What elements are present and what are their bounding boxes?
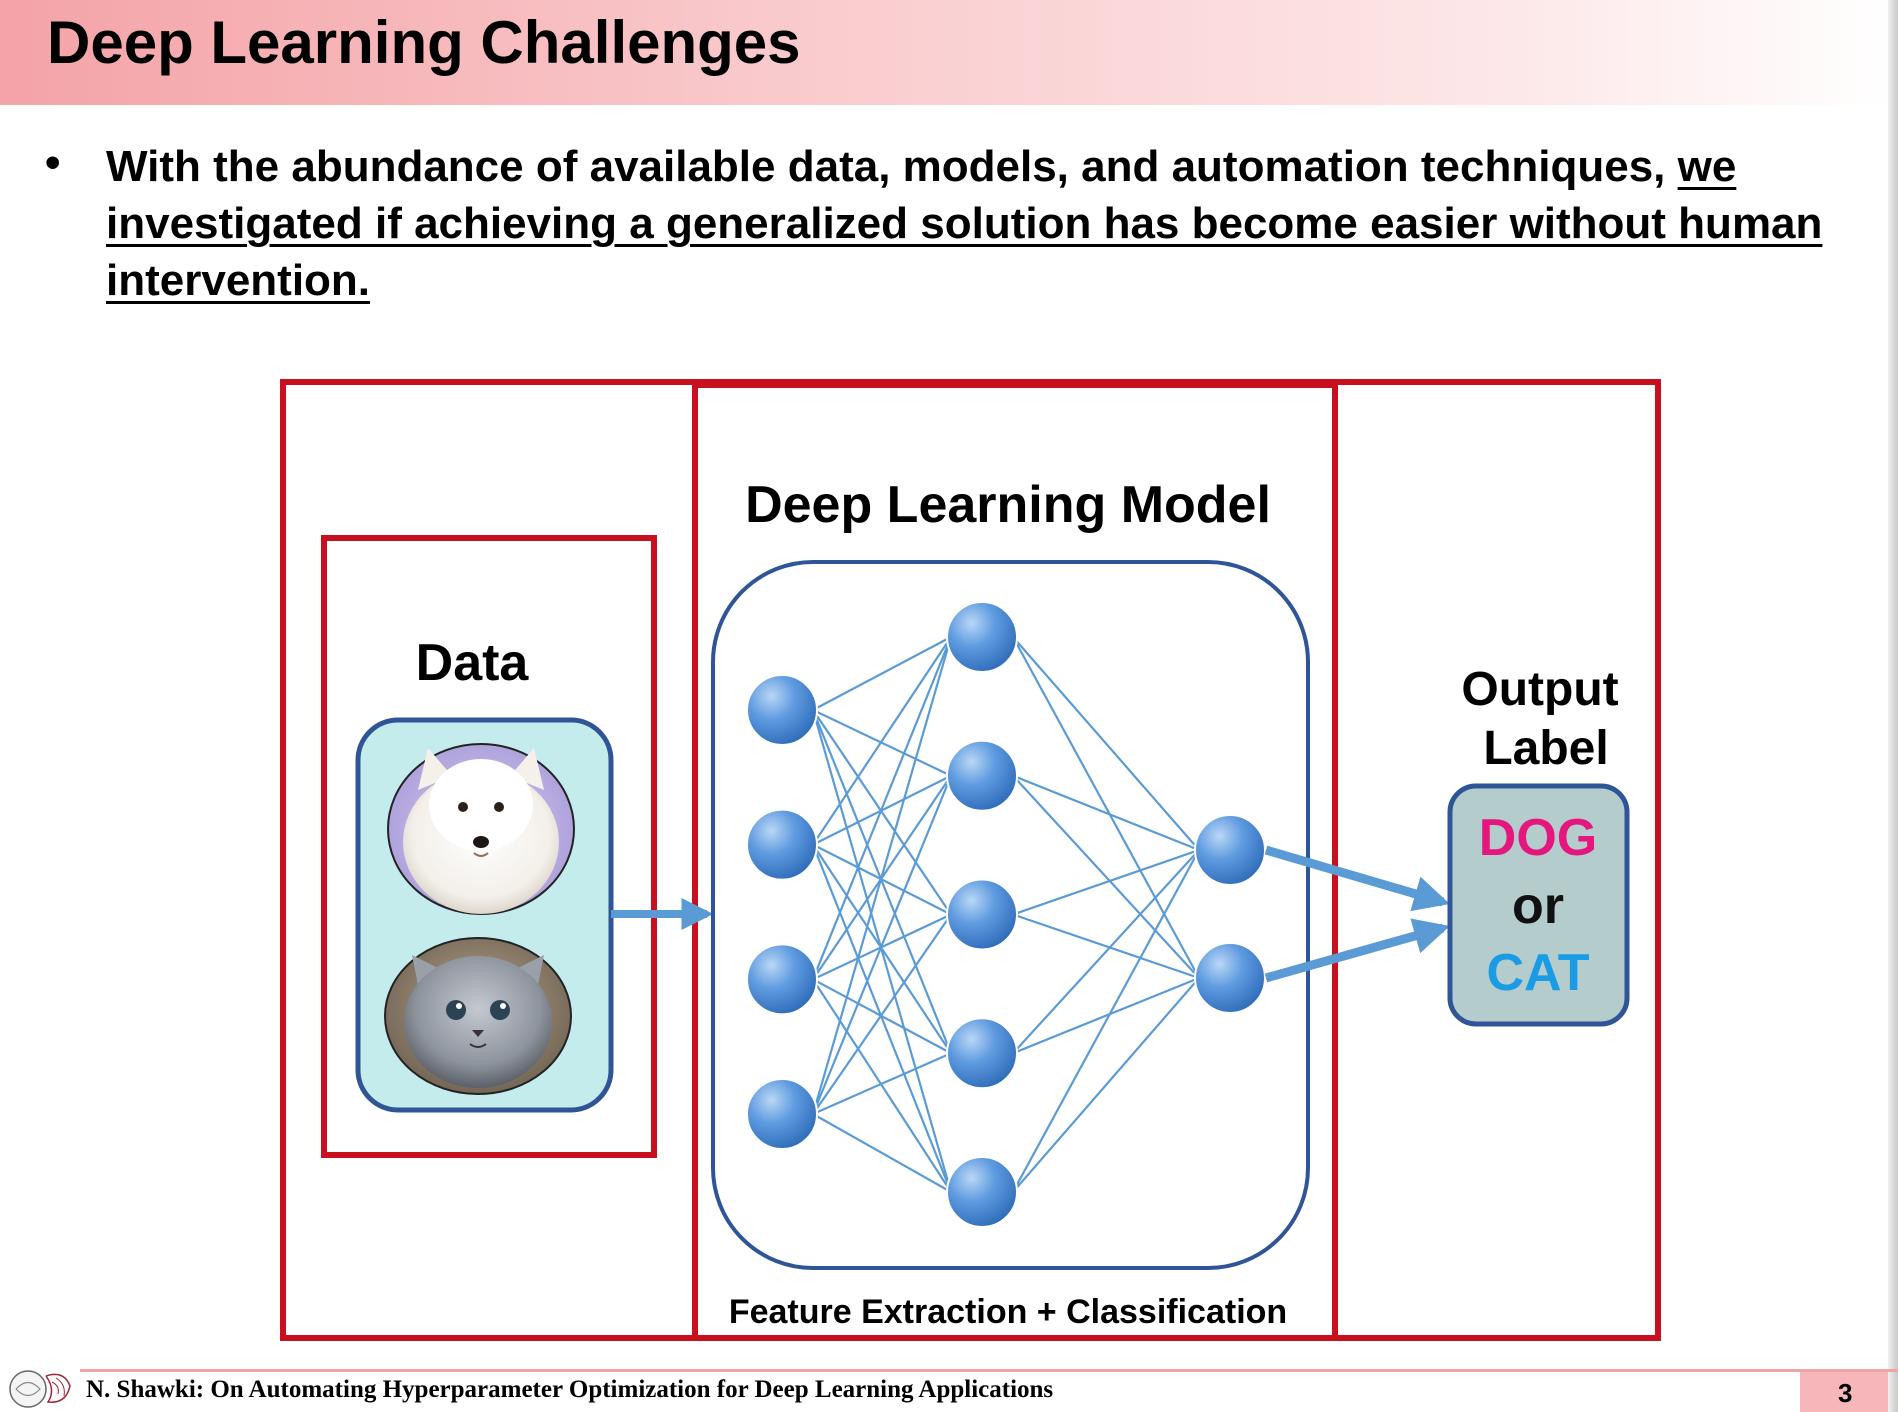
connection-l2-3-1 xyxy=(1012,848,1200,916)
neuron-layer2-4 xyxy=(946,1017,1018,1090)
bullet-emphasis-text: we investigated if achieving a generaliz… xyxy=(106,142,1823,305)
connection-l1-3-5 xyxy=(812,978,952,1193)
output-arrow-top xyxy=(1264,845,1450,912)
dog-image xyxy=(387,743,575,915)
neuron-layer1-1 xyxy=(746,674,818,746)
output-label-line2: Label xyxy=(1483,722,1608,775)
network-connections xyxy=(811,636,1200,1193)
data-frame xyxy=(321,535,657,1158)
connection-l2-2-1 xyxy=(1012,774,1200,852)
connection-l1-2-4 xyxy=(812,844,952,1054)
connection-l2-5-1 xyxy=(1012,849,1200,1193)
connection-l2-3-2 xyxy=(1012,913,1200,980)
page-number-box xyxy=(1800,1372,1888,1412)
connection-l2-5-2 xyxy=(1012,977,1200,1193)
bullet-marker: • xyxy=(45,138,61,187)
neuron-layer2-1 xyxy=(946,601,1018,673)
connection-l2-2-2 xyxy=(1012,775,1200,979)
output-box xyxy=(1447,783,1630,1027)
connection-l1-4-3 xyxy=(812,913,952,1115)
page-number: 3 xyxy=(1838,1378,1853,1408)
connection-l1-4-5 xyxy=(812,1113,952,1193)
bullet-text: With the abundance of available data, mo… xyxy=(106,138,1866,309)
network-nodes xyxy=(746,601,1266,1228)
connection-l2-4-1 xyxy=(1012,849,1200,1054)
header-bar xyxy=(0,0,1898,105)
connection-l2-1-1 xyxy=(1012,636,1200,851)
connection-l1-4-2 xyxy=(811,775,953,1115)
connection-l2-1-2 xyxy=(1012,636,1200,979)
connection-l1-1-5 xyxy=(811,709,953,1193)
model-frame xyxy=(692,382,1338,1341)
model-caption: Feature Extraction + Classification xyxy=(729,1293,1287,1331)
footer-citation: N. Shawki: On Automating Hyperparameter … xyxy=(86,1376,1054,1403)
connection-l1-4-4 xyxy=(812,1052,952,1116)
university-logo-icon xyxy=(9,1370,71,1408)
output-cat-text: CAT xyxy=(1486,944,1589,1002)
neuron-layer3-2 xyxy=(1194,942,1266,1014)
output-dog-text: DOG xyxy=(1479,809,1597,867)
output-label-line1: Output xyxy=(1461,663,1618,716)
footer-divider xyxy=(80,1369,1898,1372)
slide-title: Deep Learning Challenges xyxy=(47,9,801,76)
model-title: Deep Learning Model xyxy=(745,476,1271,534)
neuron-layer3-1 xyxy=(1194,814,1266,886)
connection-l1-4-1 xyxy=(811,636,953,1115)
slide-edge xyxy=(1888,0,1898,1412)
connection-l1-2-1 xyxy=(812,636,952,846)
connection-l1-2-3 xyxy=(812,843,952,916)
connection-l1-3-1 xyxy=(811,636,953,980)
connection-l1-1-1 xyxy=(812,636,952,711)
connection-l1-3-4 xyxy=(812,978,952,1055)
data-label: Data xyxy=(416,634,530,692)
neuron-layer2-5 xyxy=(946,1156,1018,1228)
neuron-layer1-3 xyxy=(746,943,818,1016)
bullet-plain-text: With the abundance of available data, mo… xyxy=(106,142,1678,191)
neuron-layer2-3 xyxy=(946,878,1018,951)
output-or-text: or xyxy=(1512,877,1564,935)
neuron-layer1-2 xyxy=(746,808,818,881)
connection-l1-1-2 xyxy=(812,709,952,777)
connection-l1-1-4 xyxy=(811,709,953,1054)
cat-image xyxy=(384,937,572,1095)
connection-l1-2-5 xyxy=(811,844,953,1193)
output-arrow-bottom xyxy=(1264,918,1450,983)
neuron-layer1-4 xyxy=(746,1078,818,1150)
connection-l1-1-3 xyxy=(812,709,952,916)
neuron-layer2-2 xyxy=(946,739,1018,812)
connection-l2-4-2 xyxy=(1012,976,1200,1055)
